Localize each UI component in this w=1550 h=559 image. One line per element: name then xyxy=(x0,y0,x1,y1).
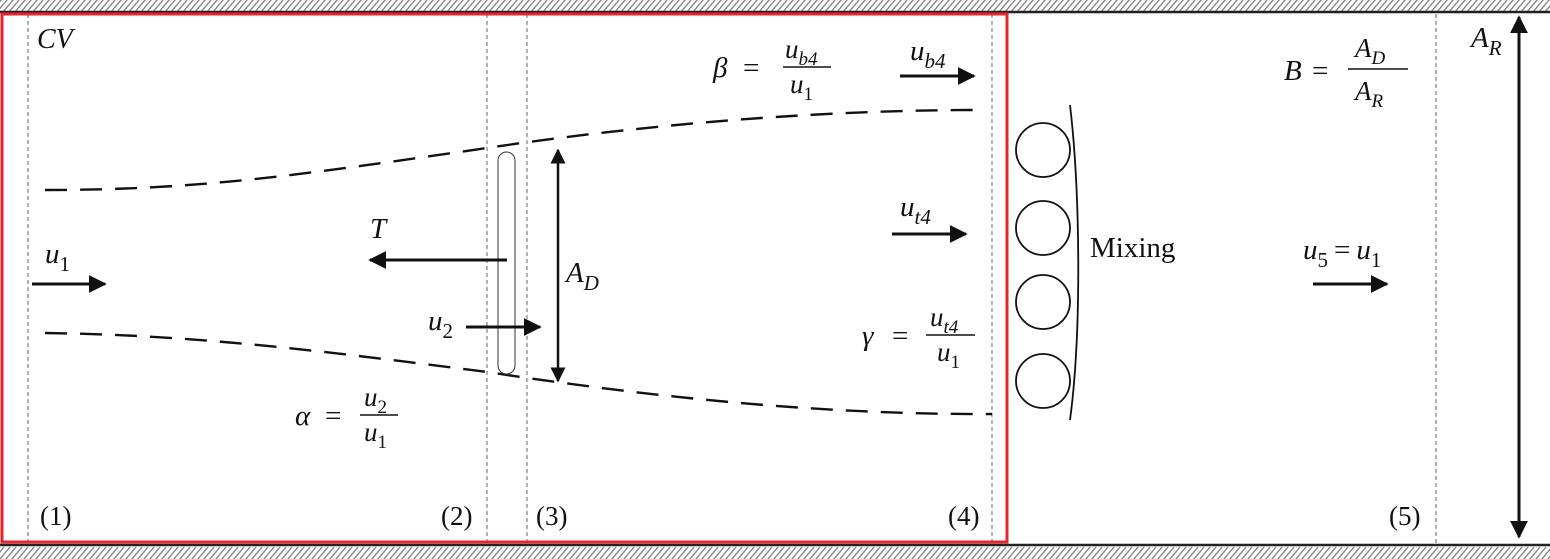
alpha-equation: α = u2 u1 xyxy=(295,382,398,453)
beta-eq: = xyxy=(743,52,759,84)
alpha-lhs: α xyxy=(295,400,311,432)
ad-label: AD xyxy=(564,257,599,295)
u5-equation: u5=u1 xyxy=(1303,234,1381,272)
beta-den: u1 xyxy=(790,69,813,105)
bottom-wall-hatch xyxy=(0,547,1550,559)
top-wall-hatch xyxy=(0,0,1550,11)
control-volume-box xyxy=(0,12,1009,544)
gamma-lhs: γ xyxy=(862,320,875,352)
ar-label: AR xyxy=(1469,22,1502,60)
b-lhs: B xyxy=(1284,55,1302,87)
station-label-3: (3) xyxy=(536,501,567,531)
vortex-3 xyxy=(1015,274,1071,330)
gamma-equation: γ = ut4 u1 xyxy=(862,302,975,373)
beta-num: ub4 xyxy=(785,34,818,70)
vortex-4 xyxy=(1015,353,1071,409)
arrows xyxy=(32,15,1528,539)
u1-label: u1 xyxy=(45,238,70,276)
ub4-label: ub4 xyxy=(910,35,946,73)
b-num: AD xyxy=(1353,33,1386,69)
gamma-num: ut4 xyxy=(930,302,959,338)
b-den: AR xyxy=(1353,76,1384,112)
cv-label: CV xyxy=(37,24,76,55)
alpha-den: u1 xyxy=(364,417,387,453)
stream-tube-upper xyxy=(44,108,979,192)
gamma-den: u1 xyxy=(937,337,960,373)
alpha-num: u2 xyxy=(364,382,387,418)
mixing-label: Mixing xyxy=(1090,232,1175,264)
station-label-2: (2) xyxy=(441,501,472,531)
actuator-disc xyxy=(497,151,516,375)
gamma-eq: = xyxy=(892,320,908,352)
station-label-4: (4) xyxy=(948,501,979,531)
beta-equation: β = ub4 u1 xyxy=(712,34,831,105)
mixing-vortices xyxy=(1015,104,1080,421)
thrust-label: T xyxy=(370,213,388,245)
b-eq: = xyxy=(1312,55,1328,87)
station-label-1: (1) xyxy=(40,501,71,531)
stream-tube-lower xyxy=(44,331,993,416)
vortex-2 xyxy=(1015,200,1071,256)
vortex-1 xyxy=(1015,122,1071,178)
station-lines xyxy=(27,14,1437,543)
vortex-line xyxy=(1069,104,1080,421)
alpha-eq: = xyxy=(325,400,341,432)
u2-label: u2 xyxy=(428,305,453,343)
station-label-5: (5) xyxy=(1389,501,1420,531)
beta-lhs: β xyxy=(712,52,728,84)
ut4-label: ut4 xyxy=(900,191,931,229)
b-equation: B = AD AR xyxy=(1284,33,1408,112)
